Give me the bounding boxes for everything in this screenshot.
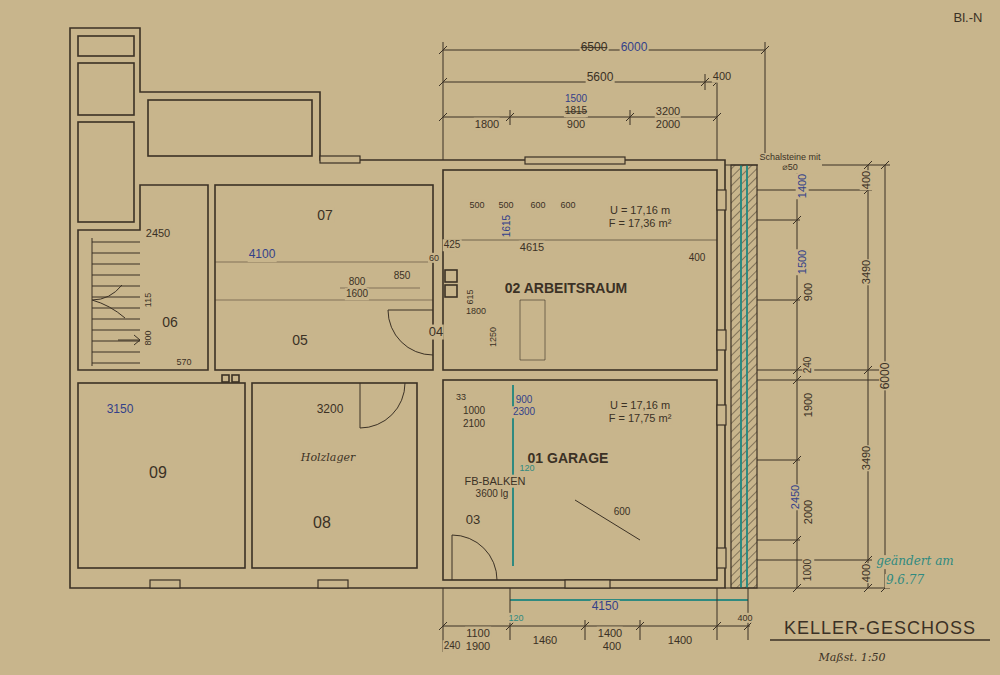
dimension-label: 4150: [591, 600, 620, 614]
room-number: 07: [316, 207, 334, 223]
room-note: U = 17,16 m: [609, 204, 671, 217]
plan-title: KELLER-GESCHOSS: [783, 618, 977, 639]
room-number: 01 GARAGE: [527, 450, 610, 466]
dimension-label: 400: [860, 563, 873, 583]
dimension-label: 2450: [789, 484, 802, 510]
dimension-label: 2000: [655, 118, 681, 131]
dimension-label: 400: [602, 640, 622, 653]
dimension-label: 6500: [580, 41, 609, 55]
dimension-label: 400: [688, 252, 707, 264]
dimension-label: 6000: [620, 41, 649, 55]
dimension-label: 1800: [474, 118, 500, 131]
dimension-label: 900: [802, 282, 815, 302]
dimension-label: 120: [518, 463, 535, 473]
dimension-label: 4100: [248, 248, 277, 262]
dimension-label: 1000: [462, 405, 486, 417]
dimension-label: 425: [443, 239, 462, 251]
dimension-label: 615: [465, 288, 475, 305]
dimension-label: 800: [348, 276, 367, 288]
room-number: 04: [428, 325, 444, 340]
dimension-label: 400: [712, 70, 732, 83]
dimension-label: 500: [497, 200, 514, 210]
dimension-label: Bl.-N: [953, 11, 984, 26]
dimension-label: 1900: [465, 640, 491, 653]
dimension-label: 115: [143, 292, 153, 308]
dimension-label: 9.6.77: [885, 574, 925, 588]
dimension-label: 600: [559, 200, 576, 210]
dimension-label: 3200: [655, 105, 681, 118]
room-number: 06: [161, 314, 179, 330]
dimension-label: 1400: [796, 173, 809, 199]
dimension-label: 4615: [519, 241, 545, 254]
dimension-label: 1400: [597, 627, 623, 640]
dimension-label: 3150: [106, 403, 135, 417]
dimension-label: 240: [802, 356, 814, 375]
dimension-label: 900: [566, 118, 586, 131]
room-number: 02 ARBEITSRAUM: [504, 280, 628, 296]
dimension-label: 1400: [667, 634, 693, 647]
dimension-label: 1815: [564, 105, 588, 117]
dimension-label: 6000: [879, 362, 893, 391]
dimension-label: 400: [736, 613, 753, 623]
dimension-label: 3490: [860, 445, 873, 471]
dimension-label: 1900: [802, 392, 815, 418]
room-number: 08: [312, 514, 332, 532]
room: 09: [78, 383, 245, 568]
dimension-label: 2100: [462, 418, 486, 430]
dimension-label: Schalsteine mit ⌀50: [758, 153, 822, 173]
room-number: 03: [465, 513, 481, 528]
room: 04: [418, 318, 454, 346]
dimension-label: 1000: [802, 558, 814, 582]
dimension-label: 1460: [532, 634, 558, 647]
dimension-label: geändert am: [875, 555, 954, 569]
dimension-label: FB-BALKEN: [463, 475, 526, 488]
room: 03: [448, 508, 508, 578]
dimension-label: 1250: [488, 326, 498, 348]
dimension-label: 3200: [316, 403, 345, 417]
room-note: 05: [291, 332, 309, 348]
dimension-label: 1500: [564, 93, 588, 105]
room-note: U = 17,16 m: [609, 399, 671, 412]
dimension-label: 1600: [345, 288, 369, 300]
dimension-label: 600: [529, 200, 546, 210]
dimension-label: 1615: [501, 214, 513, 238]
dimension-label: 570: [175, 357, 192, 367]
dimension-label: 2000: [802, 499, 815, 525]
dimension-label: 850: [393, 270, 412, 282]
dimension-label: 240: [443, 640, 462, 652]
dimension-label: 1100: [465, 627, 491, 640]
dimension-label: 3490: [860, 259, 873, 285]
scale-note: Maßst. 1:50: [818, 652, 887, 665]
dimension-label: 60: [428, 253, 440, 263]
dimension-label: 1500: [796, 249, 809, 275]
dimension-label: Holzlager: [300, 452, 356, 465]
dimension-label: 33: [455, 392, 467, 402]
dimension-label: 600: [613, 506, 632, 518]
room-number: 09: [148, 464, 168, 482]
dimension-label: 2450: [145, 227, 171, 240]
room-note: F = 17,36 m²: [608, 217, 673, 230]
room-note: F = 17,75 m²: [608, 412, 673, 425]
dimension-label: 2300: [512, 406, 536, 418]
dimension-label: 800: [143, 329, 153, 346]
dimension-label: 400: [860, 170, 873, 190]
dimension-label: 1800: [465, 306, 487, 316]
dimension-label: 120: [507, 613, 524, 623]
dimension-label: 500: [468, 200, 485, 210]
dimension-label: 3600 lg: [475, 488, 510, 500]
dimension-label: 5600: [586, 71, 615, 85]
dimension-label: 900: [515, 394, 534, 406]
